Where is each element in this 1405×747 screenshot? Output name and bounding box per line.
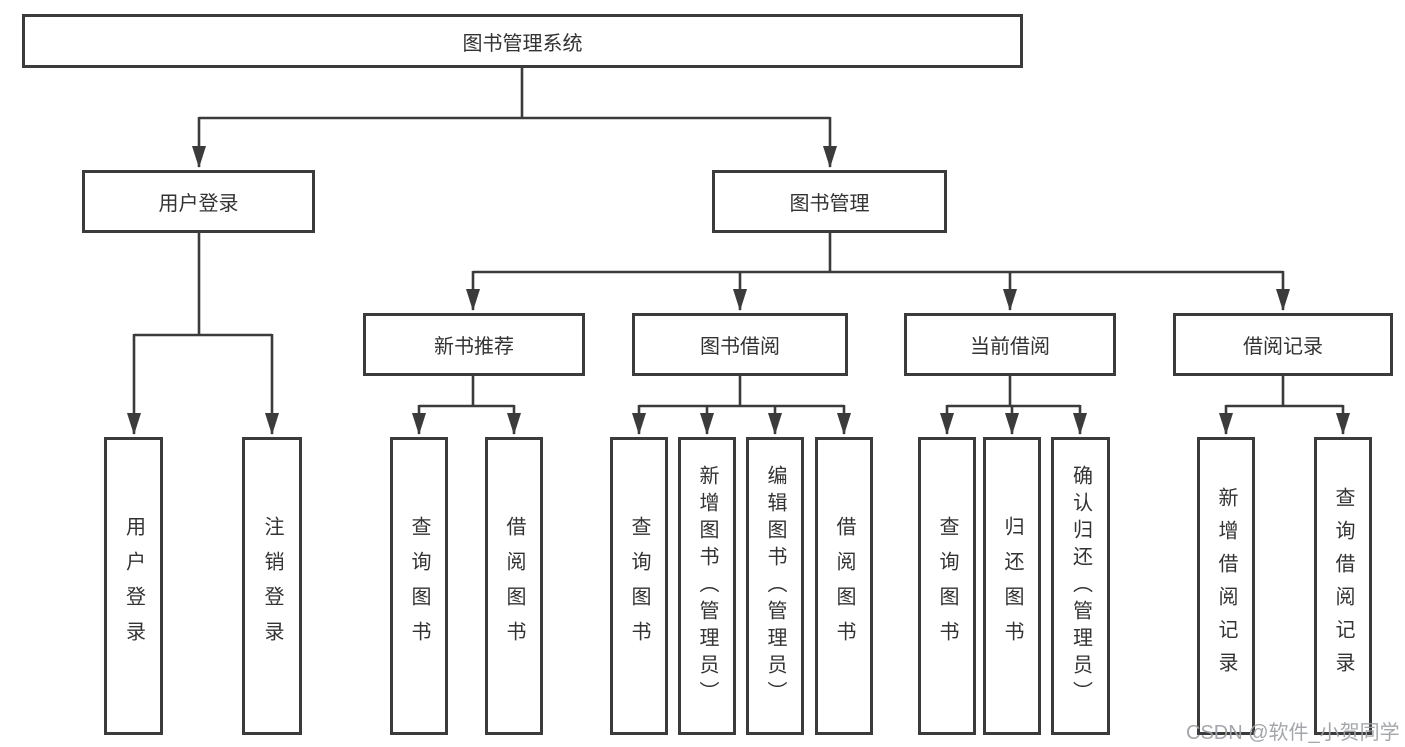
leaf-query-borrow-record: 查询借阅记录 xyxy=(1314,437,1372,735)
leaf-label: 编辑图书（管理员） xyxy=(764,464,786,708)
leaf-query-books: 查询图书 xyxy=(390,437,448,735)
leaf-label: 用户登录 xyxy=(122,516,145,656)
leaf-edit-books-admin: 编辑图书（管理员） xyxy=(746,437,804,735)
leaf-label: 借阅图书 xyxy=(503,516,525,656)
node-book-borrowing: 图书借阅 xyxy=(632,313,848,376)
node-label: 当前借阅 xyxy=(970,336,1050,358)
leaf-label: 借阅图书 xyxy=(833,516,855,656)
node-label: 图书管理系统 xyxy=(462,32,583,55)
leaf-label: 新增图书（管理员） xyxy=(696,464,718,708)
leaf-query-books: 查询图书 xyxy=(610,437,668,735)
node-label: 图书管理 xyxy=(789,193,870,215)
csdn-watermark: CSDN @软件_小贺同学 xyxy=(1186,722,1400,744)
leaf-borrow-books: 借阅图书 xyxy=(485,437,543,735)
leaf-query-books: 查询图书 xyxy=(918,437,976,735)
leaf-add-borrow-record: 新增借阅记录 xyxy=(1197,437,1255,735)
leaf-label: 查询图书 xyxy=(628,516,650,656)
leaf-user-login: 用户登录 xyxy=(104,437,163,735)
leaf-logout: 注销登录 xyxy=(242,437,302,735)
node-borrowing-records: 借阅记录 xyxy=(1173,313,1393,376)
node-label: 图书借阅 xyxy=(700,336,780,358)
leaf-label: 查询借阅记录 xyxy=(1332,487,1354,685)
leaf-label: 新增借阅记录 xyxy=(1215,487,1237,685)
leaf-return-books: 归还图书 xyxy=(983,437,1041,735)
node-library-management-system: 图书管理系统 xyxy=(22,14,1023,68)
leaf-label: 查询图书 xyxy=(936,516,958,656)
node-label: 借阅记录 xyxy=(1243,336,1323,358)
node-user-login: 用户登录 xyxy=(82,170,315,233)
node-current-borrowing: 当前借阅 xyxy=(904,313,1116,376)
node-book-management: 图书管理 xyxy=(712,170,947,233)
leaf-label: 注销登录 xyxy=(261,516,283,656)
leaf-add-books-admin: 新增图书（管理员） xyxy=(678,437,736,735)
leaf-label: 归还图书 xyxy=(1001,516,1023,656)
leaf-label: 查询图书 xyxy=(408,516,430,656)
node-label: 用户登录 xyxy=(158,193,239,215)
leaf-borrow-books: 借阅图书 xyxy=(815,437,873,735)
leaf-confirm-return-admin: 确认归还（管理员） xyxy=(1051,437,1110,735)
node-new-book-recommendation: 新书推荐 xyxy=(363,313,585,376)
leaf-label: 确认归还（管理员） xyxy=(1069,464,1092,708)
node-label: 新书推荐 xyxy=(434,336,514,358)
